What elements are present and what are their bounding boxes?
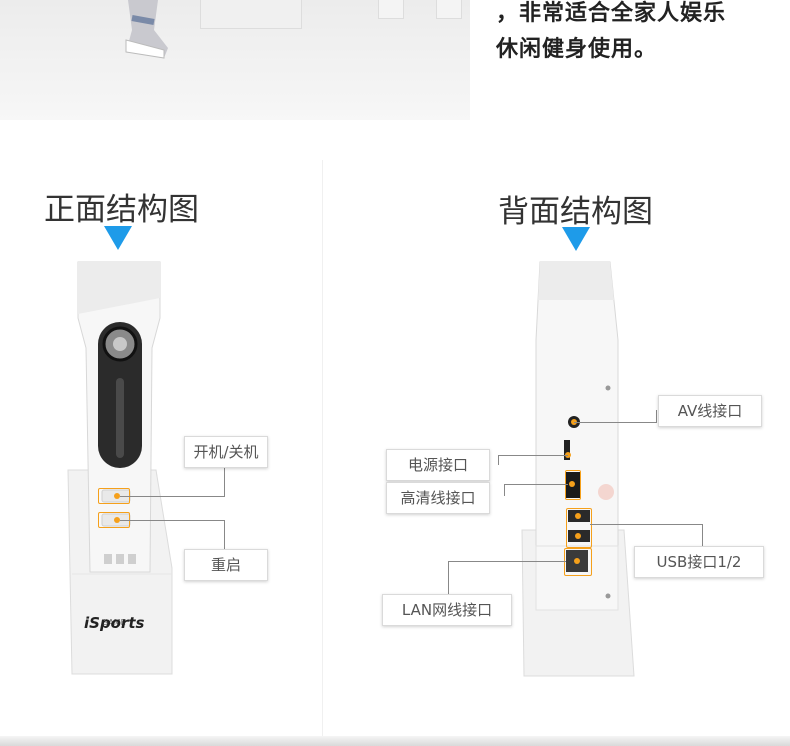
usb1-port-marker bbox=[575, 513, 581, 519]
power-leader-line-h bbox=[120, 496, 224, 497]
front-view-title: 正面结构图 bbox=[44, 192, 199, 228]
section-divider bbox=[322, 160, 323, 740]
label-power-switch: 开机/关机 bbox=[184, 436, 268, 468]
lan-port-highlight bbox=[564, 548, 592, 576]
lan-port-marker bbox=[574, 558, 580, 564]
power-port-leader-line-h bbox=[498, 455, 568, 456]
power-port-leader-line-v bbox=[498, 455, 499, 465]
reset-leader-line-h bbox=[120, 520, 224, 521]
usb-port-highlight bbox=[566, 508, 592, 548]
usb-leader-line-v bbox=[702, 524, 703, 546]
usb-leader-line-h bbox=[590, 524, 702, 525]
console-box-top bbox=[200, 0, 302, 29]
hdmi-port-marker bbox=[569, 481, 575, 487]
controller-plug-2 bbox=[436, 0, 462, 19]
intro-text-line2: 休闲健身使用。 bbox=[496, 37, 658, 62]
reset-button-marker bbox=[114, 517, 120, 523]
label-hdmi-port: 高清线接口 bbox=[386, 482, 490, 514]
power-button-marker bbox=[114, 493, 120, 499]
front-brand-small: GAME bbox=[102, 618, 126, 627]
label-reset: 重启 bbox=[184, 549, 268, 581]
intro-text: ，非常适合全家人娱乐 休闲健身使用。 bbox=[496, 0, 786, 68]
hdmi-leader-line-v bbox=[504, 484, 505, 496]
controller-plug-1 bbox=[378, 0, 404, 19]
hdmi-port-highlight bbox=[565, 470, 581, 500]
power-leader-line-v bbox=[224, 466, 225, 497]
front-down-arrow-icon bbox=[104, 226, 132, 250]
power-port-marker bbox=[565, 452, 571, 458]
hdmi-leader-line-h bbox=[504, 484, 568, 485]
lan-leader-line-h bbox=[448, 561, 566, 562]
label-usb-ports: USB接口1/2 bbox=[634, 546, 764, 578]
av-leader-line-h bbox=[574, 422, 656, 423]
bottom-edge bbox=[0, 736, 790, 746]
label-lan-port: LAN网线接口 bbox=[382, 594, 512, 626]
label-power-port: 电源接口 bbox=[386, 449, 490, 481]
intro-text-line1: ，非常适合全家人娱乐 bbox=[496, 1, 727, 26]
usb2-port-marker bbox=[575, 533, 581, 539]
reset-leader-line-v bbox=[224, 520, 225, 550]
front-brand-logo: iSports bbox=[84, 614, 145, 632]
back-view-title: 背面结构图 bbox=[498, 194, 653, 230]
back-console-illustration bbox=[521, 261, 635, 677]
label-av-port: AV线接口 bbox=[658, 395, 762, 427]
back-down-arrow-icon bbox=[562, 227, 590, 251]
sneaker-leg-illustration bbox=[125, 0, 168, 59]
lan-leader-line-v bbox=[448, 561, 449, 595]
av-leader-line-v bbox=[656, 410, 657, 423]
front-console-illustration bbox=[67, 261, 173, 675]
